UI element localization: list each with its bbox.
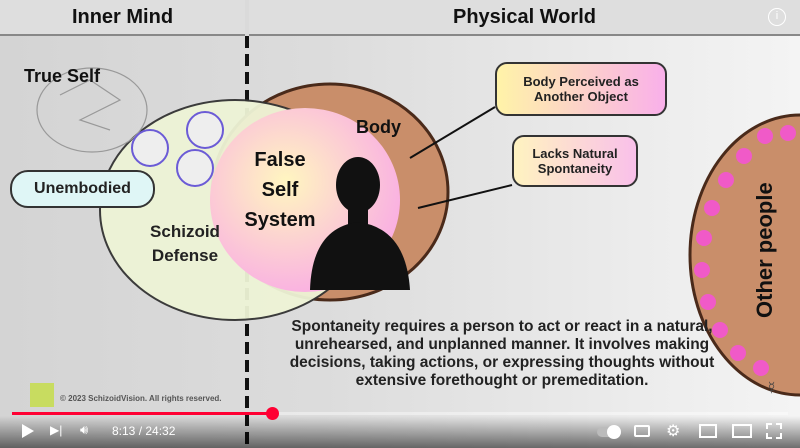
theater-mode-icon[interactable] — [732, 424, 752, 438]
body-label: Body — [356, 117, 401, 137]
subtitles-icon[interactable] — [634, 425, 650, 437]
lacks-spontaneity-label: Lacks Natural Spontaneity — [512, 135, 638, 187]
info-icon[interactable]: i — [768, 8, 786, 26]
play-icon[interactable] — [22, 424, 34, 438]
scrubber-handle[interactable] — [265, 407, 279, 420]
next-icon[interactable]: ▶| — [50, 423, 63, 437]
caption-text: Spontaneity requires a person to act or … — [289, 318, 715, 389]
channel-logo — [30, 383, 54, 407]
logo-icon: ☿ — [765, 378, 779, 398]
copyright-text: © 2023 SchizoidVision. All rights reserv… — [60, 394, 222, 403]
header-physical-world: Physical World — [249, 0, 800, 36]
header-inner-mind: Inner Mind — [0, 0, 245, 36]
unembodied-label: Unembodied — [10, 170, 155, 208]
gears-icon — [131, 111, 224, 187]
arrow-icon — [409, 106, 496, 159]
arrow-icon — [417, 184, 513, 209]
brain-icon — [36, 67, 148, 153]
fullscreen-icon[interactable] — [766, 423, 782, 439]
volume-icon[interactable]: 🔊︎ — [80, 422, 89, 437]
body-perceived-label: Body Perceived as Another Object — [495, 62, 667, 116]
false-self-label: False Self System — [244, 149, 316, 231]
settings-icon[interactable]: ⚙ — [666, 423, 681, 440]
time-display: 8:13 / 24:32 — [112, 424, 176, 438]
progress-fill — [12, 412, 272, 415]
controls-shade — [0, 416, 800, 448]
other-people-label: Other people — [752, 182, 777, 318]
progress-bar[interactable] — [12, 407, 788, 420]
silhouette-icon — [310, 157, 410, 290]
schizoid-defense-label: Schizoid Defense — [150, 222, 220, 265]
miniplayer-icon[interactable] — [699, 424, 717, 438]
autoplay-toggle[interactable] — [597, 425, 621, 439]
true-self-label: True Self — [24, 66, 101, 86]
